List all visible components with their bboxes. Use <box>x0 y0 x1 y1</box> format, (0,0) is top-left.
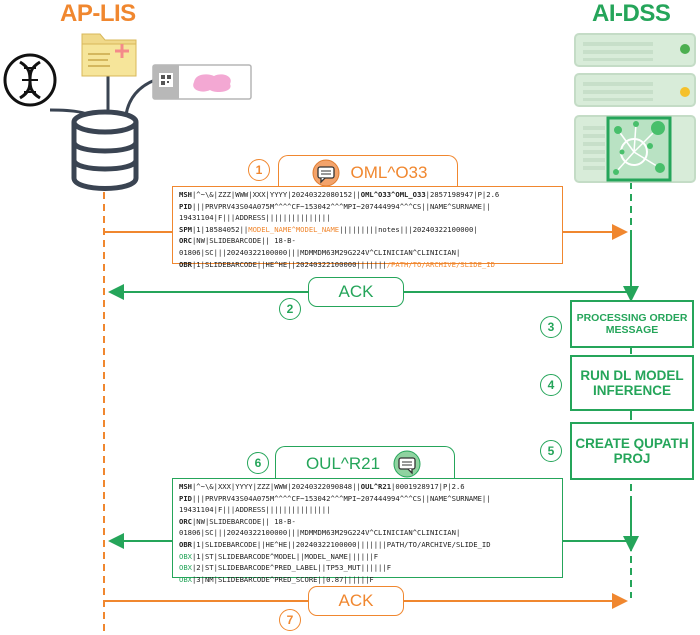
step-2-badge: 2 <box>279 298 301 320</box>
message-segment: |1|SLIDEBARCODE||HE^HE||20240322100000||… <box>191 539 491 549</box>
message-segment: |||PRVPRV43S04A075M^^^^CF~153042^^^MPI~2… <box>191 201 491 211</box>
message-segment: OBR <box>179 539 192 549</box>
ai-dss-title: AI-DSS <box>592 0 671 27</box>
message-segment: OBX <box>179 563 192 573</box>
message-segment: ORC <box>179 516 192 526</box>
step-3-badge: 3 <box>540 316 562 338</box>
message-line: ORC|NW|SLIDEBARCODE|| 18-B- <box>179 235 556 247</box>
message-segment: |3|NM|SLIDEBARCODE^PRED_SCORE||0.87|||||… <box>191 574 374 584</box>
message-segment: 01806|SC|||20240322100000|||MDMMDM63M29G… <box>179 247 461 257</box>
message-line: OBX|2|ST|SLIDEBARCODE^PRED_LABEL||TP53_M… <box>179 562 556 574</box>
message-segment: 19431104|F|||ADDRESS||||||||||||||| <box>179 213 331 223</box>
message-segment: |NW|SLIDEBARCODE|| 18-B- <box>191 236 296 246</box>
message-segment: OML^O33^OML_O33 <box>360 190 426 199</box>
chat-icon <box>312 159 340 186</box>
message-line: OBR|1|SLIDEBARCODE||HE^HE||2024032210000… <box>179 259 556 271</box>
ap-lis-title: AP-LIS <box>60 0 136 27</box>
slide-icon <box>152 64 252 100</box>
message-segment: PID <box>179 201 192 211</box>
message-segment: |2857198947|P|2.6 <box>425 190 500 199</box>
step-6-badge: 6 <box>247 452 269 474</box>
message-segment: OUL^R21 <box>360 482 392 491</box>
message-segment: |^~\&|ZZZ|WWW|XXX|YYYY|20240322080152|| <box>191 190 361 199</box>
message-segment: |NW|SLIDEBARCODE|| 18-B- <box>191 516 296 526</box>
message-segment: 19431104|F|||ADDRESS||||||||||||||| <box>179 505 331 515</box>
message-segment: MODEL_NAME^MODEL_NAME <box>248 224 340 234</box>
message-segment: |1|18584052|| <box>191 224 249 234</box>
message-segment: |^~\&|XXX|YYYY|ZZZ|WWW|20240322090848|| <box>191 482 361 491</box>
chat-icon <box>393 450 421 477</box>
message-line: PID|||PRVPRV43S04A075M^^^^CF~153042^^^MP… <box>179 493 556 505</box>
message-line: 19431104|F|||ADDRESS||||||||||||||| <box>179 212 556 224</box>
message-segment: MSH <box>179 190 192 199</box>
step-5-badge: 5 <box>540 440 562 462</box>
message-segment: |0001928917|P|2.6 <box>391 482 465 491</box>
message-line: OBX|1|ST|SLIDEBARCODE^MODEL||MODEL_NAME|… <box>179 551 556 563</box>
folder-icon <box>81 33 137 77</box>
message-line: ORC|NW|SLIDEBARCODE|| 18-B- <box>179 516 556 528</box>
message-segment: SPM <box>179 224 192 234</box>
message-segment: MSH <box>179 482 192 491</box>
message-segment: |2|ST|SLIDEBARCODE^PRED_LABEL||TP53_MUT|… <box>191 563 392 573</box>
step-create-qupath: CREATE QUPATH PROJ <box>570 422 694 480</box>
message-line: OBR|1|SLIDEBARCODE||HE^HE||2024032210000… <box>179 539 556 551</box>
message-line: MSH|^~\&|XXX|YYYY|ZZZ|WWW|20240322090848… <box>179 481 556 493</box>
message-line: PID|||PRVPRV43S04A075M^^^^CF~153042^^^MP… <box>179 201 556 213</box>
message-segment: /PATH/TO/ARCHIVE/SLIDE_ID <box>386 259 495 269</box>
oul-message-content: MSH|^~\&|XXX|YYYY|ZZZ|WWW|20240322090848… <box>172 478 563 584</box>
message-segment: |||||||||notes|||20240322100000| <box>339 224 478 234</box>
message-segment: |||PRVPRV43S04A075M^^^^CF~153042^^^MPI~2… <box>191 493 491 503</box>
message-segment: 01806|SC|||20240322100000|||MDMMDM63M29G… <box>179 528 461 538</box>
step-4-badge: 4 <box>540 374 562 396</box>
message-line: 01806|SC|||20240322100000|||MDMMDM63M29G… <box>179 527 556 539</box>
network-icon <box>606 116 672 182</box>
ack-message-2: ACK <box>308 586 404 616</box>
oml-message-label: OML^O33 <box>350 162 428 182</box>
message-segment: ORC <box>179 236 192 246</box>
oml-message-tab: OML^O33 <box>278 155 458 189</box>
oml-message-content: MSH|^~\&|ZZZ|WWW|XXX|YYYY|20240322080152… <box>172 186 563 269</box>
message-segment: OBX <box>179 551 192 561</box>
message-line: MSH|^~\&|ZZZ|WWW|XXX|YYYY|20240322080152… <box>179 189 556 201</box>
message-segment: PID <box>179 493 192 503</box>
message-segment: OBX <box>179 574 192 584</box>
step-run-inference: RUN DL MODEL INFERENCE <box>570 355 694 411</box>
message-line: 19431104|F|||ADDRESS||||||||||||||| <box>179 504 556 516</box>
message-segment: OBR <box>179 259 192 269</box>
message-segment: |1|SLIDEBARCODE||HE^HE||20240322100000||… <box>191 259 387 269</box>
message-line: OBX|3|NM|SLIDEBARCODE^PRED_SCORE||0.87||… <box>179 574 556 586</box>
message-line: 01806|SC|||20240322100000|||MDMMDM63M29G… <box>179 247 556 259</box>
database-icon <box>71 109 139 191</box>
message-segment: |1|ST|SLIDEBARCODE^MODEL||MODEL_NAME||||… <box>191 551 379 561</box>
ack-message-1: ACK <box>308 277 404 307</box>
oul-message-label: OUL^R21 <box>305 453 381 473</box>
step-processing-order: PROCESSING ORDER MESSAGE <box>570 300 694 348</box>
step-7-badge: 7 <box>279 609 301 631</box>
step-1-badge: 1 <box>248 159 270 181</box>
dna-icon <box>3 53 57 107</box>
message-line: SPM|1|18584052||MODEL_NAME^MODEL_NAME|||… <box>179 224 556 236</box>
oul-message-tab: OUL^R21 <box>275 446 455 480</box>
